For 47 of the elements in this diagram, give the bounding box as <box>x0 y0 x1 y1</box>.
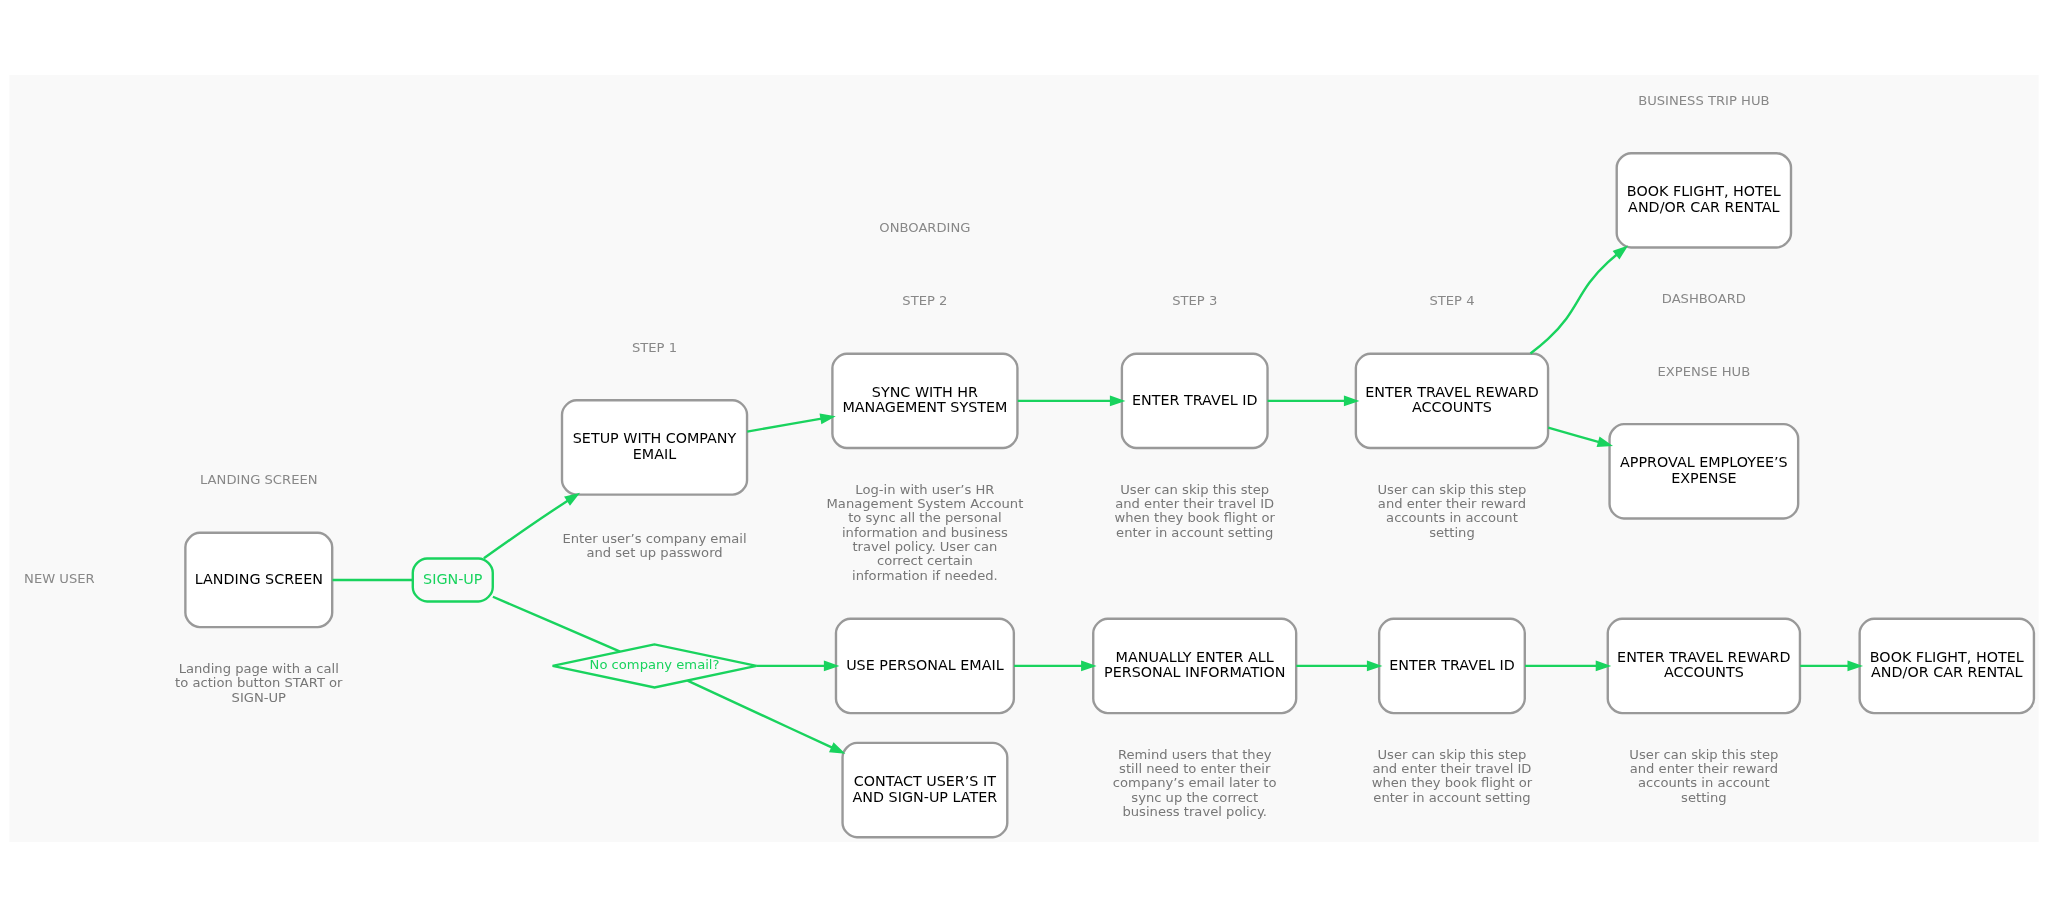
node-label: User can skip this step and enter their travel ID when they book flight or enter in account setting <box>1114 481 1275 540</box>
label: DASHBOARD <box>1661 290 1746 306</box>
node-label: Remind users that they still need to enter their company’s email later to sync up the correct business travel policy. <box>1112 746 1277 819</box>
arrow <box>1547 426 1613 447</box>
arrow <box>1267 394 1360 406</box>
arrow <box>747 413 836 433</box>
arrow <box>1525 659 1612 671</box>
arrow <box>1296 659 1383 671</box>
node-box: ENTER TRAVEL REWARD ACCOUNTS <box>1354 352 1550 449</box>
node-box: APPROVAL EMPLOYEE’S EXPENSE <box>1608 422 1800 520</box>
arrow <box>1017 394 1126 406</box>
node-box: SIGN-UP <box>411 556 494 603</box>
node-box: ENTER TRAVEL REWARD ACCOUNTS <box>1606 617 1802 714</box>
label: NEW USER <box>24 570 95 586</box>
node-box: SETUP WITH COMPANY EMAIL <box>560 398 749 496</box>
label: ONBOARDING <box>879 219 971 235</box>
label: STEP 2 <box>902 292 948 308</box>
node-box: USE PERSONAL EMAIL <box>834 617 1016 714</box>
node-label: Enter user’s company email and set up password <box>562 530 747 560</box>
arrow <box>483 492 581 559</box>
arrow <box>1014 659 1097 671</box>
arrow <box>687 679 846 754</box>
node-label: User can skip this step and enter their reward accounts in account setting <box>1377 481 1527 540</box>
node-diamond: No company email? <box>551 642 758 689</box>
node-box: LANDING SCREEN <box>184 531 334 628</box>
node-label: User can skip this step and enter their travel ID when they book flight or enter in account setting <box>1371 746 1533 805</box>
label: STEP 1 <box>631 339 678 355</box>
node-label: User can skip this step and enter their reward accounts in account setting <box>1629 746 1779 805</box>
arrow <box>756 659 840 671</box>
label: STEP 4 <box>1429 292 1475 308</box>
connector <box>332 578 413 581</box>
arrow <box>1800 659 1864 671</box>
label: EXPENSE HUB <box>1657 363 1751 379</box>
label: STEP 3 <box>1172 292 1218 308</box>
node-box: ENTER TRAVEL ID <box>1377 617 1526 714</box>
label: LANDING SCREEN <box>200 471 318 487</box>
node-box: ENTER TRAVEL ID <box>1120 352 1269 449</box>
node-label: Log-in with user’s HR Management System Account to sync all the personal information and business travel policy. User can correct certain information if needed. <box>826 481 1024 583</box>
label: BUSINESS TRIP HUB <box>1638 92 1770 108</box>
node-box: BOOK FLIGHT, HOTEL AND/OR CAR RENTAL <box>1858 617 2036 714</box>
node-box: SYNC WITH HR MANAGEMENT SYSTEM <box>831 352 1019 449</box>
node-box: CONTACT USER’S IT AND SIGN-UP LATER <box>841 741 1009 838</box>
node-label: Landing page with a call to action button START or SIGN-UP <box>175 660 343 704</box>
arrow <box>1529 244 1629 354</box>
connector <box>492 595 621 653</box>
node-box: BOOK FLIGHT, HOTEL AND/OR CAR RENTAL <box>1615 151 1793 249</box>
node-box: MANUALLY ENTER ALL PERSONAL INFORMATION <box>1092 617 1298 714</box>
